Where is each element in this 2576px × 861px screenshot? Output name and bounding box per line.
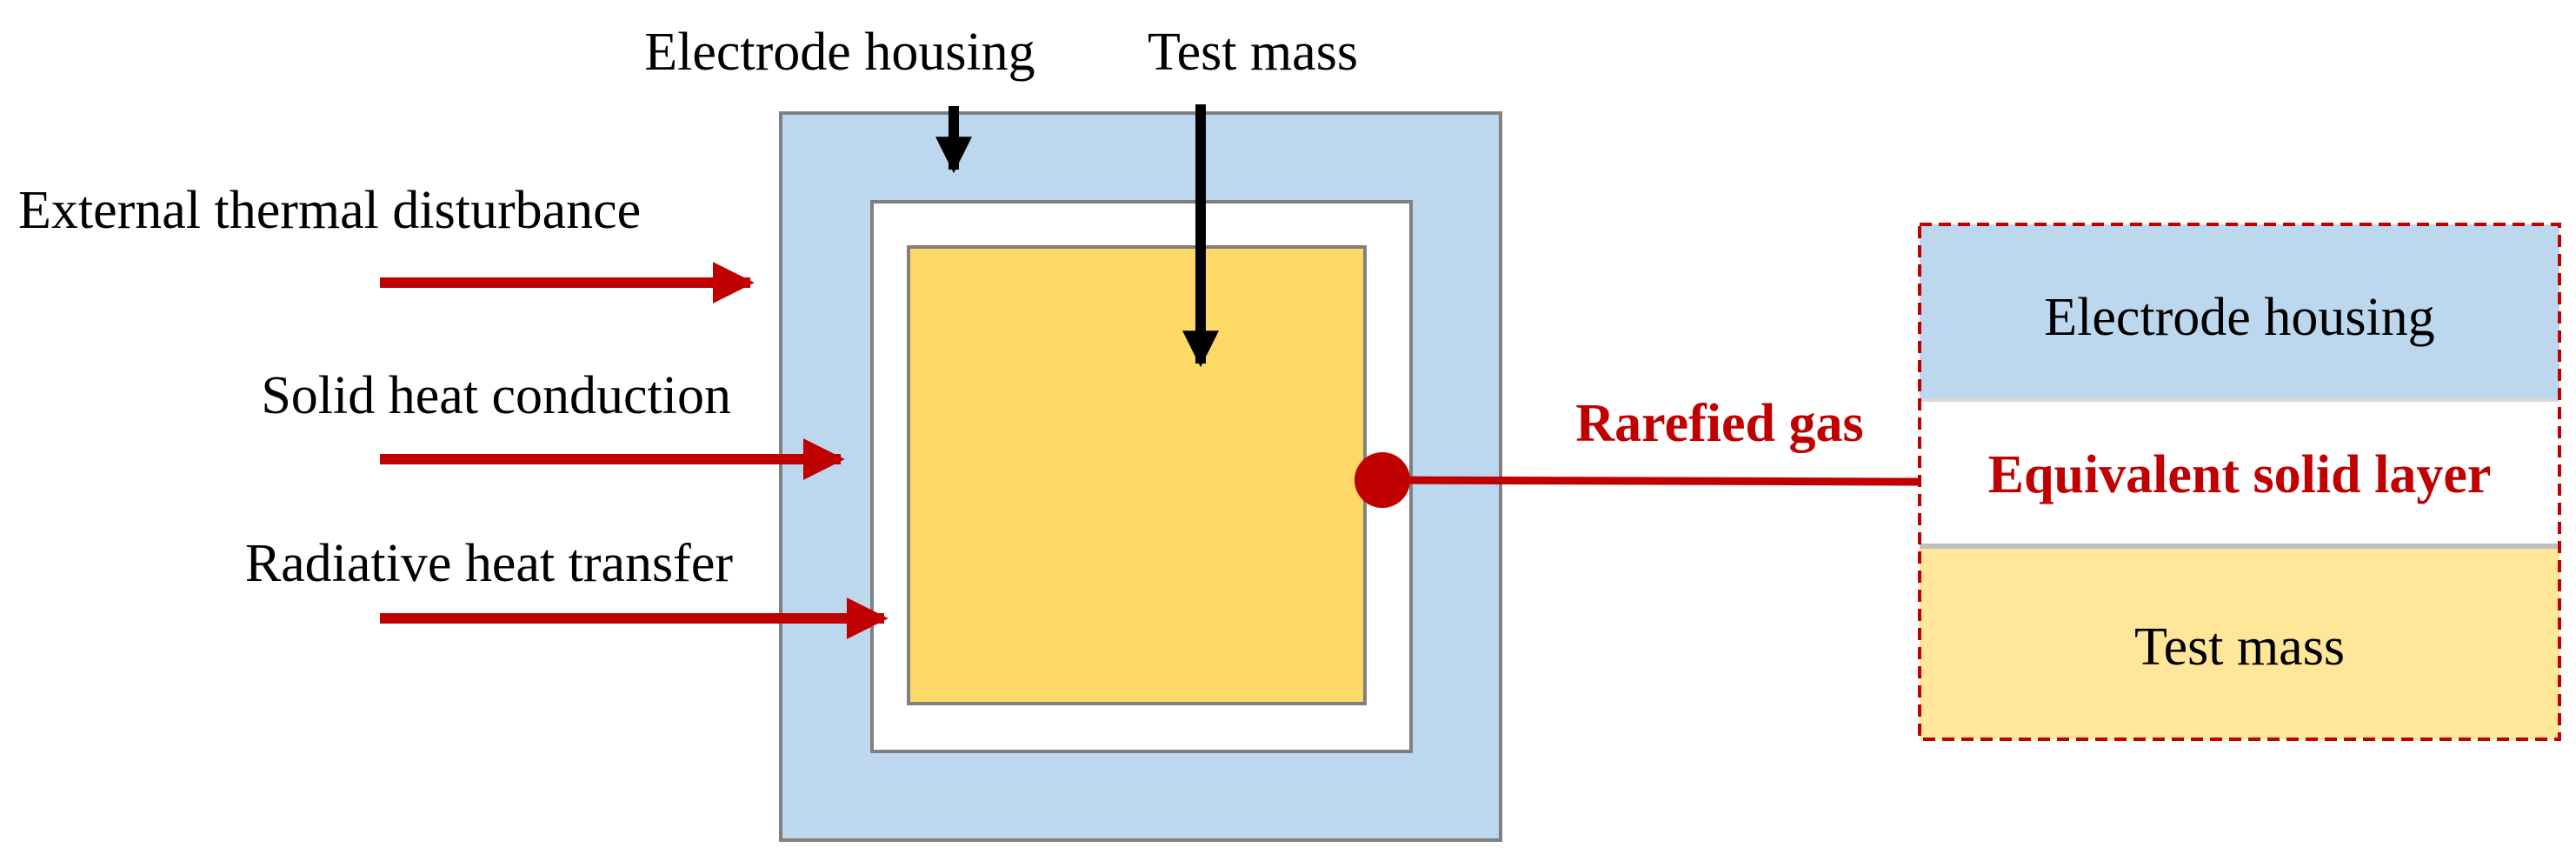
radiative-transfer-label: Radiative heat transfer	[245, 534, 734, 593]
test-mass-top-label: Test mass	[1148, 23, 1358, 82]
solid-conduction-label: Solid heat conduction	[261, 366, 731, 425]
layer-stack-dashed-border	[1918, 223, 2561, 741]
electrode-housing-top-label: Electrode housing	[644, 23, 1035, 82]
rarefied-gas-label: Rarefied gas	[1575, 394, 1863, 453]
layer-electrode-housing-label: Electrode housing	[2044, 288, 2434, 347]
layer-equivalent-solid	[1920, 400, 2559, 546]
rarefied-gas-node	[1355, 452, 1410, 508]
test-mass-block	[907, 245, 1367, 705]
layer-test-mass	[1920, 546, 2559, 739]
external-disturbance-label: External thermal disturbance	[18, 181, 641, 240]
layer-equivalent-solid-label: Equivalent solid layer	[1988, 445, 2492, 504]
layer-test-mass-label: Test mass	[2134, 617, 2345, 677]
rarefied-gas-connector-line	[1381, 476, 1924, 486]
layer-electrode-housing	[1920, 224, 2559, 400]
